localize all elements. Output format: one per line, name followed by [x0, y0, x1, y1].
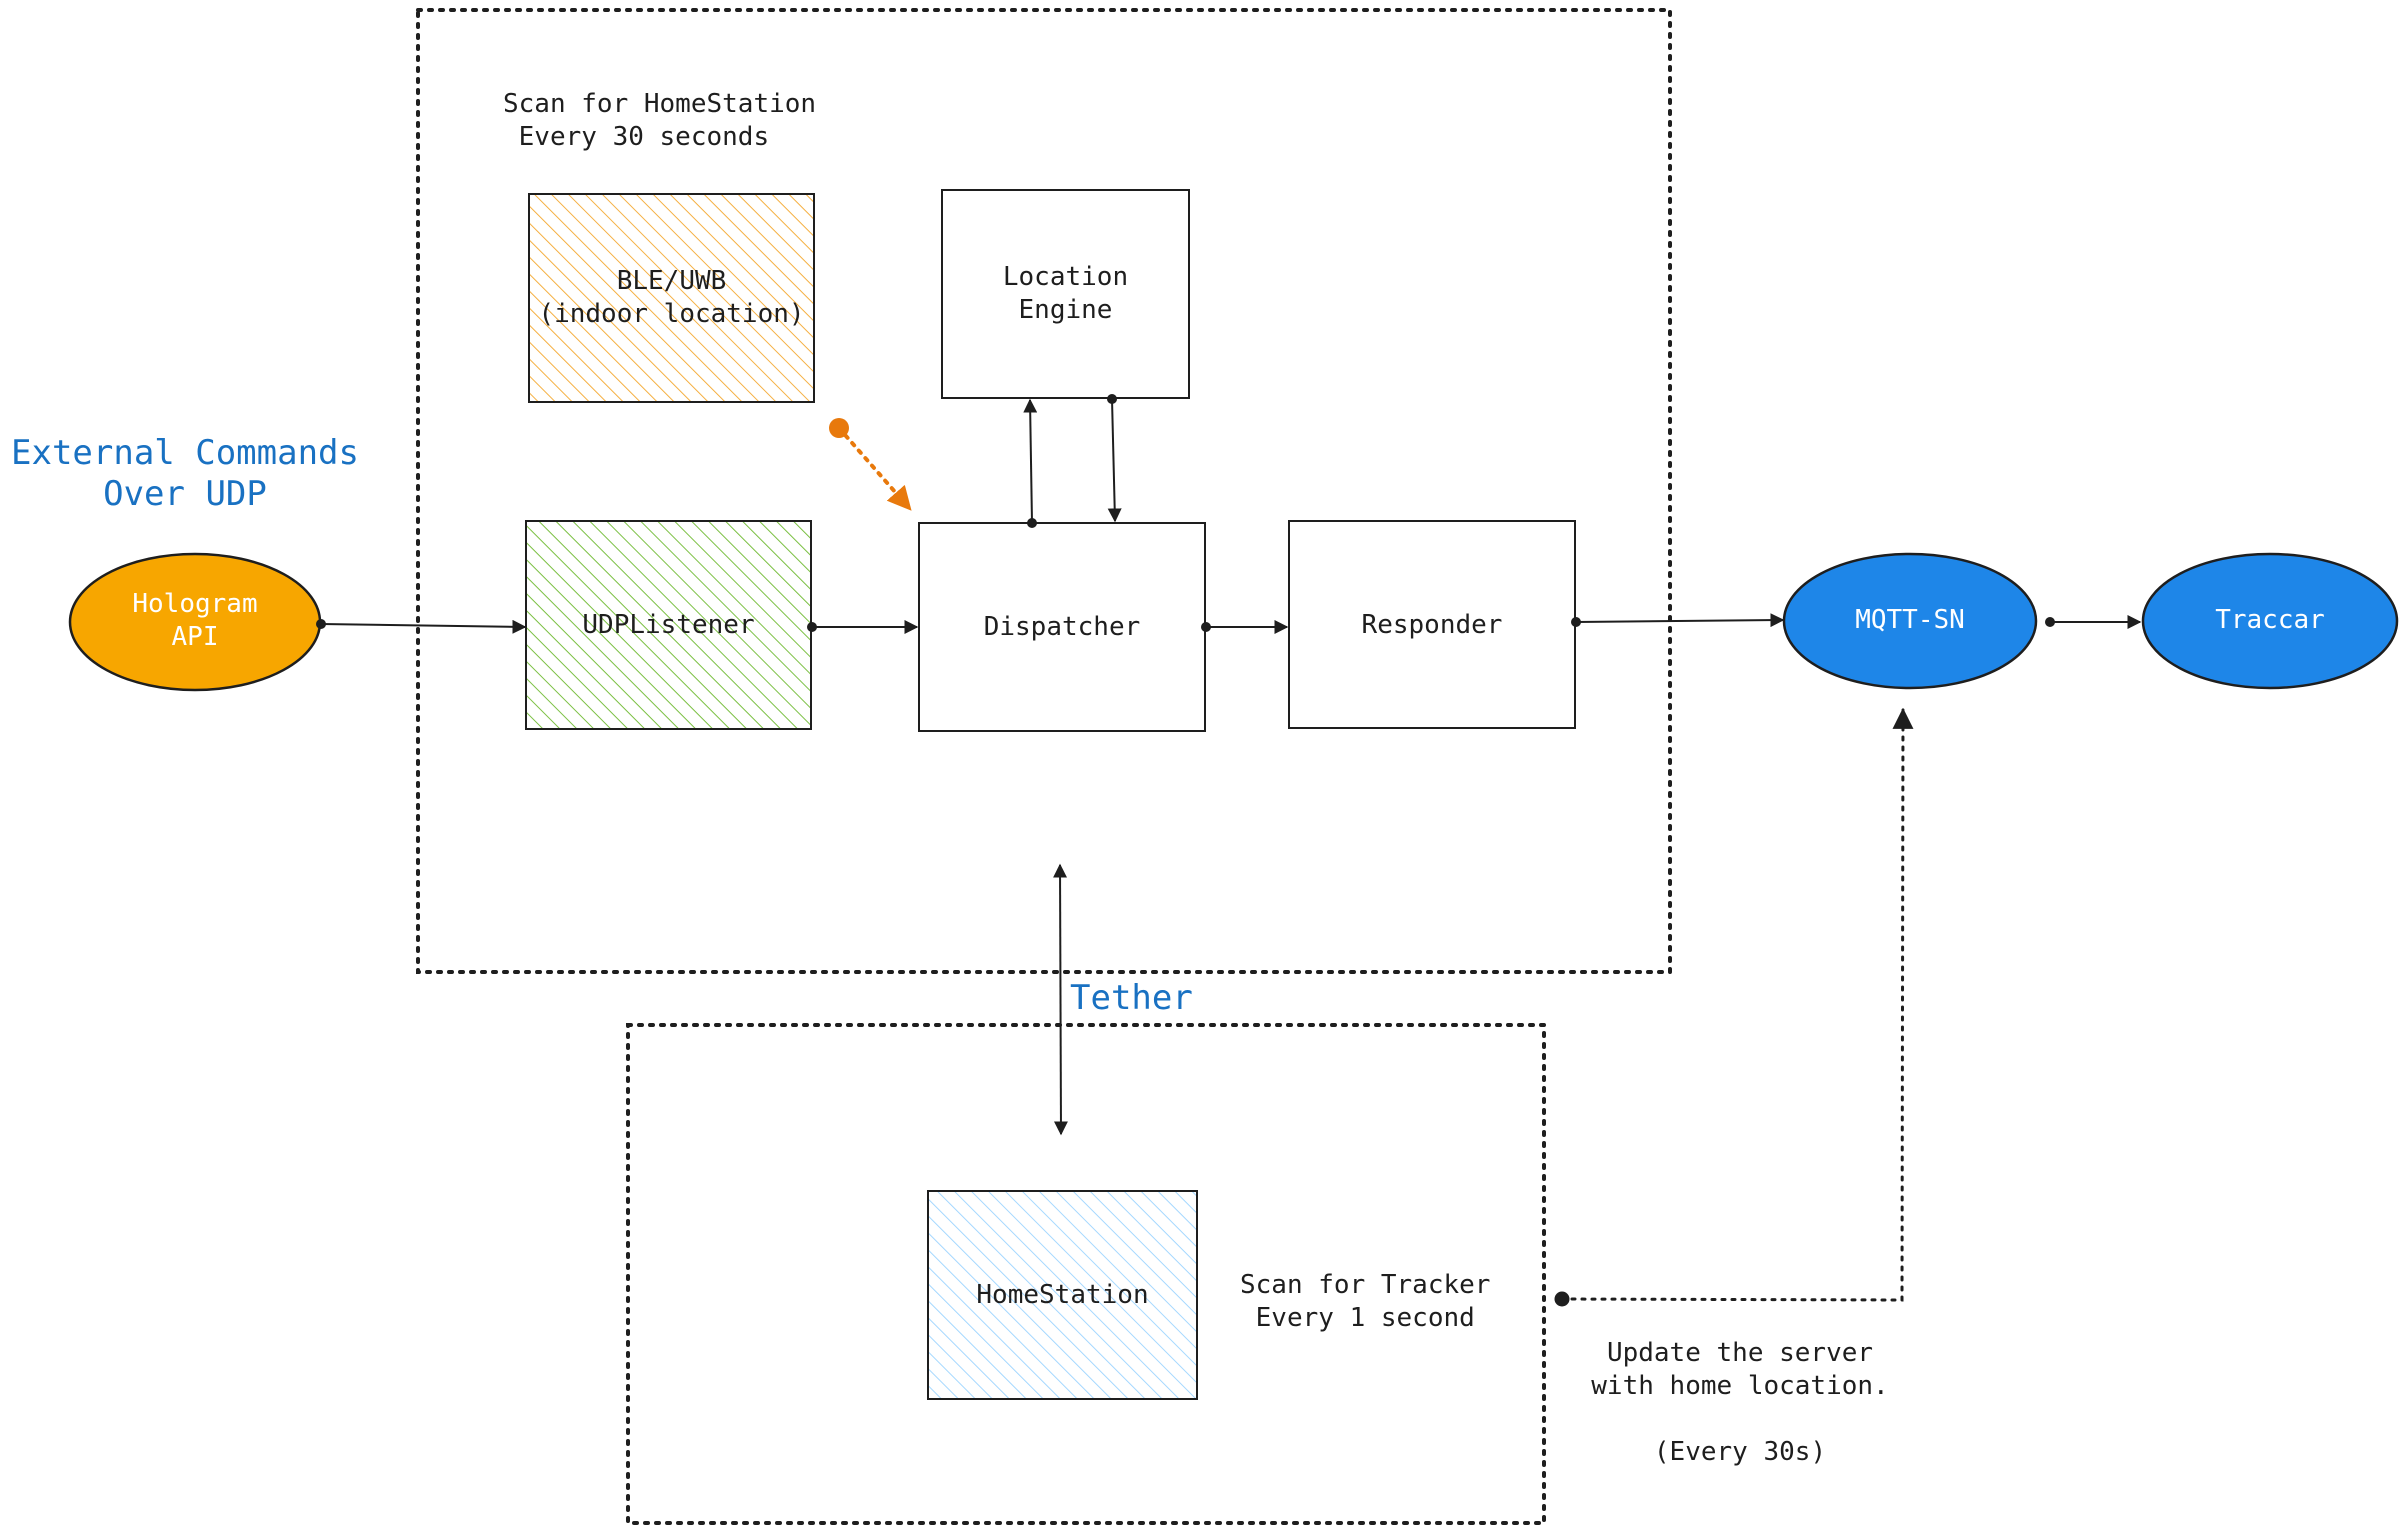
homestation-box	[927, 1190, 1198, 1400]
dispatcher-label: Dispatcher	[983, 612, 1141, 642]
external-commands-label: External Commands Over UDP	[11, 433, 359, 514]
location-engine-box	[941, 189, 1190, 399]
arrow-homestation-update-to-mqtt	[1554, 707, 1914, 1307]
scan-tracker-note: Scan for Tracker Every 1 second	[1240, 1270, 1491, 1333]
tether-label: Tether	[1070, 978, 1193, 1018]
homestation-boundary	[626, 1023, 1546, 1525]
responder-label: Responder	[1361, 610, 1503, 640]
traccar-label: Traccar	[2215, 605, 2325, 635]
arrow-responder-to-mqtt	[1571, 613, 1785, 628]
mqtt-sn-label: MQTT-SN	[1855, 605, 1965, 635]
update-server-note: Update the server with home location. (E…	[1591, 1338, 1889, 1467]
ble-uwb-label: BLE/UWB (indoor location)	[538, 266, 805, 329]
homestation-label: HomeStation	[976, 1280, 1149, 1310]
arrow-location-engine-to-dispatcher	[1107, 394, 1122, 523]
ble-uwb-box	[528, 193, 815, 403]
arrow-ble-to-dispatcher	[829, 418, 912, 511]
scan-homestation-note: Scan for HomeStation Every 30 seconds	[503, 89, 817, 152]
arrow-dispatcher-to-location-engine	[1023, 398, 1038, 528]
device-boundary	[416, 8, 1672, 974]
hologram-api-label: Hologram API	[132, 589, 258, 652]
traccar-ellipse	[2141, 552, 2399, 690]
udp-listener-label: UDPListener	[582, 610, 755, 640]
arrow-hologram-to-udplistener	[316, 619, 527, 634]
location-engine-label: Location Engine	[1002, 262, 1129, 325]
udp-listener-box	[525, 520, 812, 730]
arrow-tether	[1053, 863, 1068, 1136]
